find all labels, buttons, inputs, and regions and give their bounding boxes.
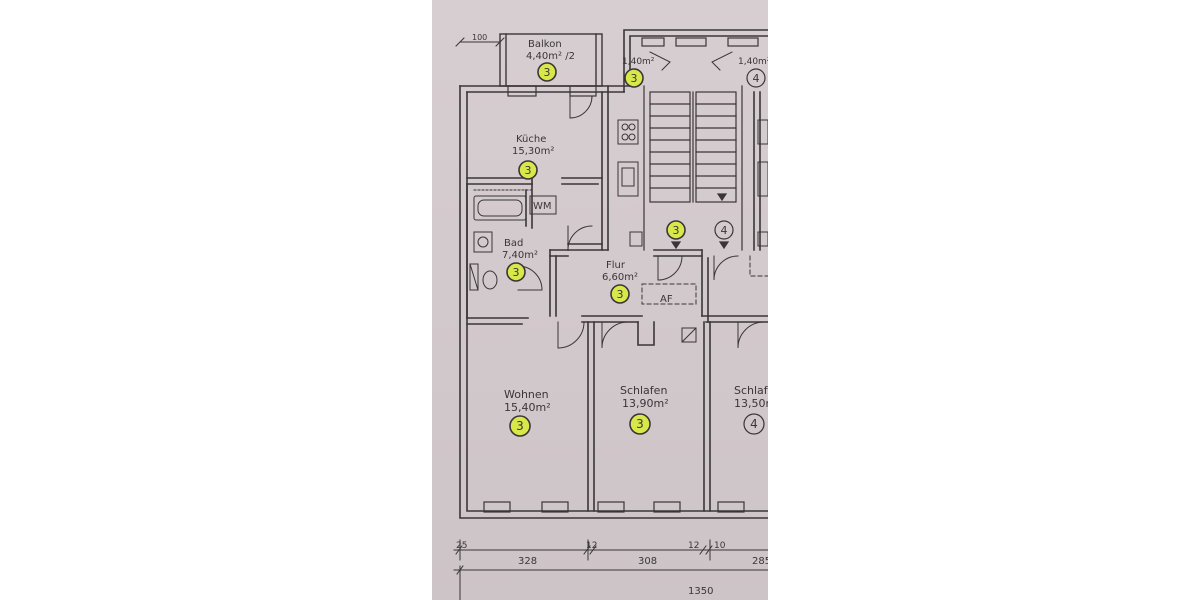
windows-bottom — [483, 501, 745, 513]
shaft-box — [681, 327, 697, 343]
dim-bottom-3: 308 — [638, 556, 657, 567]
svg-text:3: 3 — [516, 419, 524, 433]
svg-text:4: 4 — [753, 72, 760, 85]
dim-balkon-depth: 100 — [472, 33, 487, 42]
floor-plan-drawing: 100 Balkon 4,40m² /2 1,40m² 1,40m² Küche… — [453, 29, 768, 600]
windows-top — [507, 37, 759, 97]
flur-area: 6,60m² — [602, 272, 638, 283]
kitchen-fixtures — [617, 119, 643, 247]
small-left-area: 1,40m² — [622, 57, 655, 67]
svg-text:3: 3 — [673, 224, 680, 237]
marker-small-left: 3 — [624, 68, 644, 88]
marker-wohnen: 3 — [509, 415, 531, 437]
bathroom-walls — [466, 183, 569, 325]
dim-bottom-6: 285 — [752, 556, 768, 567]
schlafen-name: Schlafen — [620, 384, 667, 397]
kitchen-walls — [466, 85, 609, 251]
svg-text:3: 3 — [525, 164, 532, 177]
kitchen-door — [567, 225, 593, 251]
svg-text:3: 3 — [544, 66, 551, 79]
dim-bottom-2: 12 — [586, 541, 597, 551]
stairwell — [643, 51, 743, 251]
marker-bad: 3 — [506, 262, 526, 282]
marker-kueche: 3 — [518, 160, 538, 180]
schlafen2-name: Schlaf — [734, 384, 768, 397]
floor-plan-photo: 100 Balkon 4,40m² /2 1,40m² 1,40m² Küche… — [432, 0, 768, 600]
living-door — [557, 321, 585, 349]
marker-balkon: 3 — [537, 62, 557, 82]
svg-text:3: 3 — [617, 288, 624, 301]
flur-name: Flur — [606, 260, 626, 271]
bad-area: 7,40m² — [502, 250, 538, 261]
svg-text:3: 3 — [513, 266, 520, 279]
wohnen-name: Wohnen — [504, 388, 549, 401]
small-right-area: 1,40m² — [738, 57, 768, 67]
schlafen-area: 13,90m² — [622, 397, 669, 410]
marker-small-right: 4 — [746, 68, 766, 88]
hallway-walls — [581, 249, 768, 346]
dimension-lines — [453, 37, 768, 600]
hall-door-left — [657, 255, 683, 281]
bedroom-door — [601, 321, 629, 349]
svg-text:3: 3 — [636, 417, 644, 431]
bedroom-walls — [587, 321, 711, 512]
af-box — [641, 283, 697, 305]
bad-name: Bad — [504, 238, 523, 249]
bedroom2-door — [737, 321, 765, 349]
balkon-name: Balkon — [528, 39, 562, 50]
dim-bottom-5: 10 — [714, 541, 726, 551]
marker-schlafen2: 4 — [743, 413, 765, 435]
bathtub — [473, 189, 557, 221]
balcony-outline — [499, 33, 603, 87]
kitchen-door-top — [569, 95, 593, 119]
dim-total: 1350 — [688, 586, 713, 597]
svg-text:3: 3 — [631, 72, 638, 85]
dim-bottom-4: 12 — [688, 541, 699, 551]
labels: 100 Balkon 4,40m² /2 1,40m² 1,40m² Küche… — [456, 33, 768, 597]
wm-label: WM — [533, 201, 552, 212]
hall-door-right — [713, 255, 739, 281]
right-apartment-partial — [749, 91, 768, 277]
bathroom-fixtures — [469, 231, 498, 291]
kueche-name: Küche — [516, 134, 546, 145]
apartment-markers: 3 3 4 3 3 — [506, 62, 766, 437]
marker-schlafen: 3 — [629, 413, 651, 435]
wohnen-area: 15,40m² — [504, 401, 551, 414]
dim-bottom-0: 25 — [456, 541, 467, 551]
kueche-area: 15,30m² — [512, 146, 554, 157]
marker-flur: 3 — [610, 284, 630, 304]
balkon-area: 4,40m² /2 — [526, 51, 575, 62]
dim-bottom-1: 328 — [518, 556, 537, 567]
svg-text:4: 4 — [750, 417, 758, 431]
schlafen2-area: 13,50m — [734, 397, 768, 410]
marker-stair-right: 4 — [714, 220, 734, 240]
svg-text:4: 4 — [721, 224, 728, 237]
marker-stair-left: 3 — [666, 220, 686, 240]
af-label: AF — [660, 294, 673, 305]
